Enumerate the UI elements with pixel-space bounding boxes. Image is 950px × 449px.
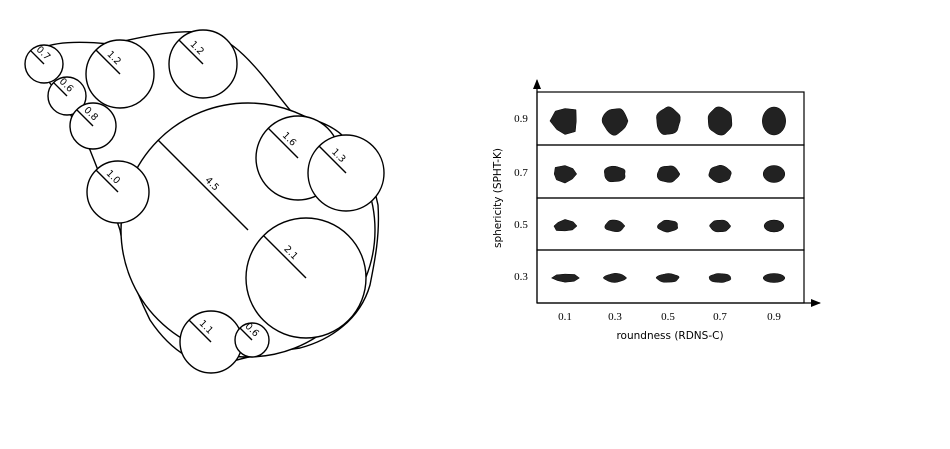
grain-shape-r0.5-c0.9	[763, 219, 785, 233]
column-label: 0.1	[558, 311, 572, 323]
radius-line-5	[95, 169, 119, 193]
grain-shape-r0.5-c0.5	[657, 219, 679, 233]
grain-shape-r0.5-c0.7	[709, 219, 731, 233]
grain-shape-r0.3-c0.5	[655, 273, 680, 283]
radius-line-8	[318, 145, 347, 174]
grain-shape-r0.5-c0.1	[553, 219, 578, 232]
grain-shape-r0.9-c0.1	[549, 108, 577, 135]
radius-line-1	[53, 82, 68, 97]
y-axis-label: sphericity (SPHT-K)	[492, 148, 504, 248]
radius-line-10	[188, 319, 212, 343]
grain-shape-r0.5-c0.3	[604, 219, 626, 232]
grain-shape-r0.9-c0.5	[656, 106, 681, 135]
grain-shape-r0.7-c0.3	[604, 165, 626, 183]
grain-shape-r0.7-c0.7	[708, 164, 732, 184]
column-label: 0.3	[608, 311, 622, 323]
radius-line-4	[178, 39, 204, 65]
row-label: 0.7	[514, 167, 528, 179]
row-label: 0.3	[514, 271, 528, 283]
radius-line-3	[95, 49, 121, 75]
radius-line-0	[30, 50, 45, 65]
grain-shape-r0.3-c0.7	[708, 273, 732, 283]
grain-shape-r0.7-c0.5	[656, 165, 681, 183]
grain-shape-r0.9-c0.7	[707, 106, 733, 136]
radius-line-large	[157, 139, 249, 231]
grain-shape-r0.9-c0.9	[762, 106, 786, 136]
radius-line-9	[263, 235, 307, 279]
row-label: 0.9	[514, 113, 528, 125]
grain-shape-r0.9-c0.3	[601, 108, 629, 136]
column-label: 0.9	[767, 311, 781, 323]
row-label: 0.5	[514, 219, 528, 231]
grain-shape-r0.3-c0.9	[762, 273, 786, 283]
roundness-sphericity-chart: 0.9 0.7 0.5 0.3 0.1 0.3 0.5 0.7 0.9 roundness (…	[492, 79, 821, 342]
radius-line-2	[76, 109, 94, 127]
x-axis-label: roundness (RDNS-C)	[616, 330, 723, 342]
radius-line-7	[267, 127, 299, 159]
grain-shape-r0.7-c0.9	[762, 165, 786, 183]
radius-line-11	[239, 327, 253, 341]
column-label: 0.7	[713, 311, 727, 323]
grain-shape-r0.3-c0.3	[603, 273, 628, 283]
column-label: 0.5	[661, 311, 675, 323]
grain-shape-r0.3-c0.1	[550, 273, 580, 283]
row-frame-0.3	[536, 249, 805, 304]
grain-shape-r0.7-c0.1	[553, 165, 578, 184]
